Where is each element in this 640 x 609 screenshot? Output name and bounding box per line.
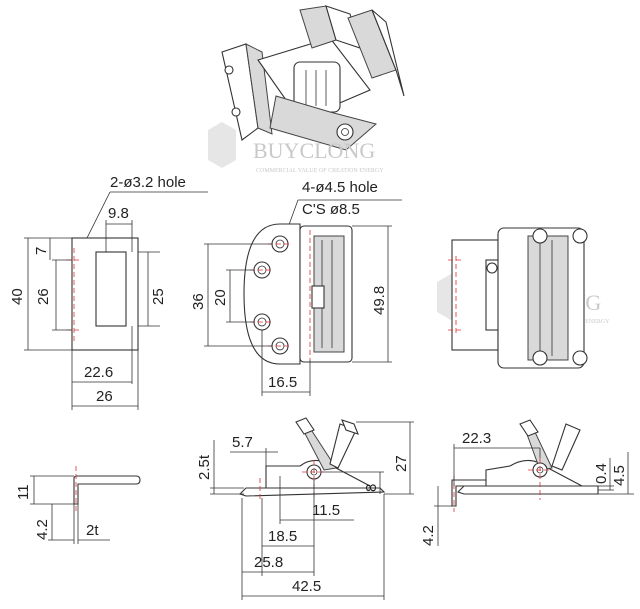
dim-latch-hole-offset: 16.5 — [268, 374, 297, 391]
latch-3d-view — [221, 5, 405, 151]
assembly-side: 22.3 0.4 4.5 4.2 — [420, 419, 634, 546]
dim-strike-offset: 7 — [33, 247, 50, 255]
watermark-brand: BUYCLONG — [253, 138, 375, 163]
dim-strike-side-lip: 4.2 — [34, 519, 51, 540]
dim-latch-d3: 25.8 — [254, 554, 283, 571]
strike-slot — [95, 251, 127, 327]
assembly-front — [448, 227, 588, 369]
dim-latch-outer-pitch: 36 — [190, 293, 207, 310]
latch-side: 2.5t 5.7 27 8 11.5 18.5 25.8 42.5 — [196, 417, 414, 600]
dim-latch-side-height: 27 — [393, 455, 410, 472]
dim-strike-width-top: 9.8 — [108, 205, 129, 222]
watermark-top: BUYCLONG COMMERCIAL VALUE OF CREATION EN… — [208, 122, 384, 174]
dim-latch-side-thickness: 2.5t — [196, 454, 213, 480]
dim-latch-total-length: 42.5 — [292, 578, 321, 595]
dim-latch-hook-offset: 5.7 — [232, 434, 253, 451]
dim-latch-height: 49.8 — [371, 286, 388, 315]
dim-strike-slot-height: 25 — [150, 288, 167, 305]
dim-strike-width: 26 — [96, 388, 113, 405]
dim-assembly-gap: 0.4 — [593, 463, 610, 484]
dim-assembly-lip: 4.2 — [420, 525, 437, 546]
dim-assembly-height: 4.5 — [611, 465, 628, 486]
dim-latch-d2: 18.5 — [268, 528, 297, 545]
callout-latch-hole: 4-ø4.5 hole — [302, 179, 378, 196]
dim-strike-side-thickness: 2t — [86, 522, 99, 539]
callout-strike-hole: 2-ø3.2 hole — [110, 174, 186, 191]
callout-countersink: C'S ø8.5 — [302, 201, 360, 218]
dim-strike-height: 40 — [9, 288, 26, 305]
dim-strike-slot-offset: 22.6 — [84, 364, 113, 381]
dim-latch-d1: 11.5 — [312, 502, 340, 519]
dim-latch-pivot-height: 8 — [363, 484, 380, 492]
dim-latch-inner-pitch: 20 — [212, 289, 229, 306]
callouts: 2-ø3.2 hole 4-ø4.5 hole C'S ø8.5 — [74, 174, 402, 263]
watermark-tagline: COMMERCIAL VALUE OF CREATION ENERGY — [256, 168, 384, 174]
strike-side: 11 4.2 2t — [15, 466, 141, 544]
latch-front: 36 20 49.8 16.5 — [190, 223, 392, 396]
dim-strike-hole-pitch: 26 — [35, 288, 52, 305]
dim-assembly-reach: 22.3 — [462, 430, 491, 447]
dim-strike-side-height: 11 — [15, 484, 32, 500]
strike-plate-front: 9.8 40 7 26 25 22.6 26 — [9, 205, 167, 410]
